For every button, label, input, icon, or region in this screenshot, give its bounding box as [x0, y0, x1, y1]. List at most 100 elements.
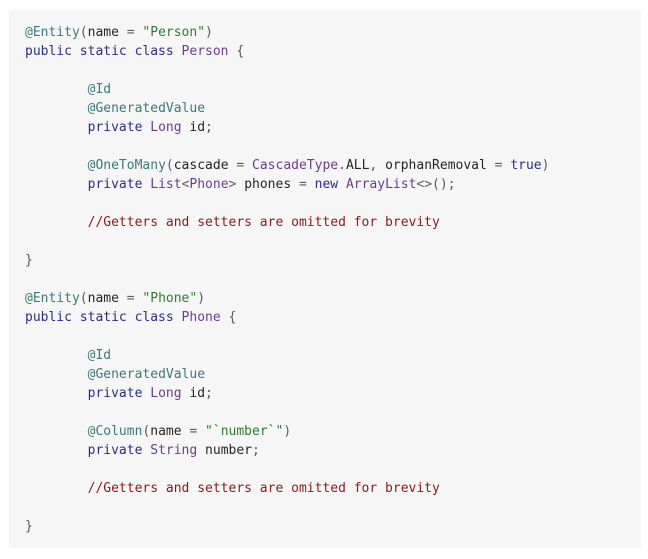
code-token-plain: [25, 367, 88, 382]
code-token-punct: ,: [369, 158, 386, 173]
code-token-punct: }: [25, 519, 33, 534]
code-line: [25, 232, 549, 251]
code-token-annotation: @Id: [87, 348, 112, 363]
code-token-punct: (: [79, 291, 88, 306]
code-line: [25, 460, 549, 479]
code-token-punct: =: [189, 424, 206, 439]
code-token-plain: [25, 177, 88, 192]
code-token-type: String: [150, 443, 206, 458]
code-token-keyword: private: [87, 177, 151, 192]
code-line: private Long id;: [25, 384, 549, 403]
code-token-string: "Person": [142, 25, 206, 40]
code-token-plain: [25, 101, 88, 116]
code-line: @Entity(name = "Phone"): [25, 289, 549, 308]
code-token-plain: [25, 386, 88, 401]
code-line: @Id: [25, 80, 549, 99]
code-token-punct: (: [165, 158, 174, 173]
code-token-punct: {: [236, 44, 245, 59]
code-token-type: ArrayList: [345, 177, 417, 192]
code-line: @GeneratedValue: [25, 99, 549, 118]
code-token-punct: }: [25, 253, 33, 268]
code-token-plain: id: [189, 120, 206, 135]
code-line: @Id: [25, 346, 549, 365]
code-token-punct: >: [228, 177, 245, 192]
code-line: private Long id;: [25, 118, 549, 137]
code-token-annotation: @Id: [87, 82, 112, 97]
code-token-punct: ;: [205, 386, 213, 401]
code-line: //Getters and setters are omitted for br…: [25, 479, 549, 498]
code-token-plain: ALL: [345, 158, 370, 173]
code-token-plain: [25, 82, 88, 97]
code-token-plain: name: [87, 25, 127, 40]
code-token-type: Phone: [189, 177, 229, 192]
code-token-plain: [25, 158, 88, 173]
code-token-plain: orphanRemoval: [385, 158, 495, 173]
code-token-plain: [25, 481, 88, 496]
code-block: @Entity(name = "Person")public static cl…: [9, 10, 641, 548]
code-line: [25, 403, 549, 422]
code-line: @OneToMany(cascade = CascadeType.ALL, or…: [25, 156, 550, 175]
code-line: [25, 498, 549, 517]
code-token-keyword: private: [87, 443, 151, 458]
code-token-keyword: new: [314, 177, 346, 192]
code-token-plain: [25, 443, 88, 458]
code-line: [25, 137, 549, 156]
code-token-plain: name: [87, 291, 127, 306]
code-token-punct: (: [79, 25, 88, 40]
code-line: private List<Phone> phones = new ArrayLi…: [25, 175, 549, 194]
code-token-plain: phones: [244, 177, 299, 192]
code-token-keyword: private: [87, 386, 151, 401]
code-line: [25, 327, 549, 346]
code-token-plain: name: [150, 424, 190, 439]
code-token-plain: [25, 215, 88, 230]
code-token-punct: ): [197, 291, 206, 306]
code-token-punct: =: [126, 25, 143, 40]
code-line: @Entity(name = "Person"): [25, 23, 549, 42]
code-token-annotation: @GeneratedValue: [87, 101, 206, 116]
code-token-annotation: @Entity: [25, 291, 80, 306]
code-token-type: Long: [150, 120, 190, 135]
code-line: [25, 194, 549, 213]
code-token-annotation: @GeneratedValue: [87, 367, 206, 382]
code-token-comment: //Getters and setters are omitted for br…: [87, 215, 440, 230]
code-token-annotation: @Column: [87, 424, 143, 439]
code-token-punct: =: [298, 177, 315, 192]
code-token-plain: [25, 348, 88, 363]
code-token-punct: =: [236, 158, 253, 173]
code-token-keyword: public static class: [25, 44, 182, 59]
code-line: }: [25, 517, 549, 536]
code-token-plain: [25, 424, 88, 439]
code-token-plain: cascade: [173, 158, 237, 173]
code-token-type: Long: [150, 386, 190, 401]
code-token-type: CascadeType: [252, 158, 339, 173]
code-line: }: [25, 251, 549, 270]
code-token-punct: (: [142, 424, 151, 439]
code-token-keyword: private: [87, 120, 151, 135]
code-line: @Column(name = "`number`"): [25, 422, 549, 441]
code-token-punct: =: [494, 158, 511, 173]
code-token-punct: ;: [252, 443, 260, 458]
code-token-type: Phone: [181, 310, 229, 325]
code-token-punct: =: [126, 291, 143, 306]
code-token-type: List: [150, 177, 182, 192]
code-token-punct: ): [283, 424, 292, 439]
code-token-punct: <: [181, 177, 190, 192]
code-token-plain: [25, 120, 88, 135]
code-token-punct: ): [541, 158, 550, 173]
code-token-comment: //Getters and setters are omitted for br…: [87, 481, 440, 496]
code-line: [25, 61, 549, 80]
code-token-punct: <>();: [416, 177, 456, 192]
code-token-punct: {: [228, 310, 237, 325]
code-token-string: "Phone": [142, 291, 198, 306]
code-token-punct: ): [205, 25, 213, 40]
code-line: public static class Phone {: [25, 308, 549, 327]
code-token-literal: true: [510, 158, 542, 173]
code-token-keyword: public static class: [25, 310, 182, 325]
code-line: @GeneratedValue: [25, 365, 549, 384]
code-line: private String number;: [25, 441, 549, 460]
code-token-punct: ;: [205, 120, 213, 135]
code-token-punct: .: [338, 158, 346, 173]
code-token-type: Person: [181, 44, 237, 59]
code-token-annotation: @OneToMany: [87, 158, 166, 173]
code-token-plain: number: [205, 443, 253, 458]
